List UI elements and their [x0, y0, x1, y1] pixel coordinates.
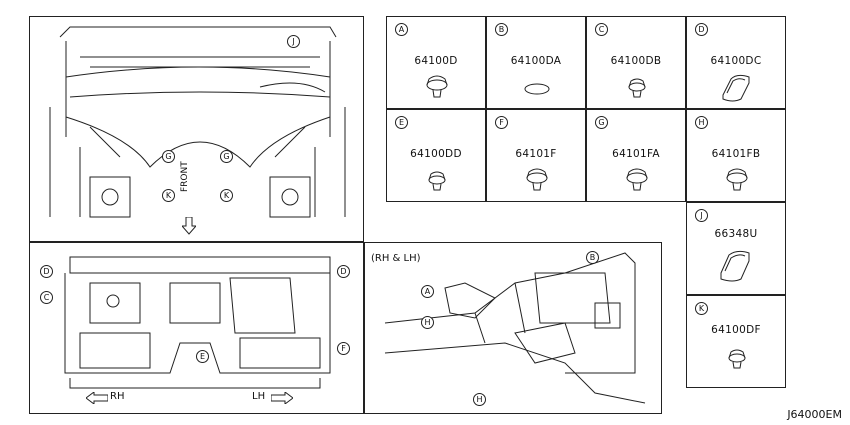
- grommet-icon: [526, 168, 548, 191]
- part-letter: H: [695, 116, 708, 129]
- part-letter: D: [695, 23, 708, 36]
- part-letter: B: [495, 23, 508, 36]
- part-number: 64101FA: [612, 148, 660, 160]
- grommet-icon: [628, 78, 646, 98]
- callout-d-right: D: [337, 265, 350, 278]
- side-member-drawing: [384, 252, 646, 404]
- part-cell-a: A 64100D: [386, 16, 486, 109]
- grommet-icon: [428, 171, 446, 191]
- diagram-code: J64000EM: [787, 408, 842, 421]
- part-number: 64100DA: [510, 55, 562, 67]
- part-cell-f: F 64101F: [486, 109, 586, 202]
- callout-f: F: [337, 342, 350, 355]
- front-label: FRONT: [180, 161, 190, 192]
- part-number: 66348U: [714, 228, 758, 240]
- floor-structure-drawing: [64, 256, 331, 389]
- callout-c: C: [40, 291, 53, 304]
- floor-view-panel: D D C F E RH LH: [29, 242, 364, 414]
- grommet-icon: [626, 168, 648, 191]
- oval-grommet-icon: [720, 250, 750, 282]
- callout-d-left: D: [40, 265, 53, 278]
- part-number: 64101FB: [711, 148, 761, 160]
- part-letter: K: [695, 302, 708, 315]
- part-cell-b: B 64100DA: [486, 16, 586, 109]
- front-upper-view-panel: J G G K K FRONT: [29, 16, 364, 242]
- side-callout-h-upper: H: [421, 316, 434, 329]
- callout-j: J: [287, 35, 300, 48]
- part-letter: E: [395, 116, 408, 129]
- rh-arrow-icon: [86, 392, 108, 404]
- part-letter: J: [695, 209, 708, 222]
- part-cell-g: G 64101FA: [586, 109, 686, 202]
- callout-k-right: K: [220, 189, 233, 202]
- lh-label: LH: [252, 391, 266, 402]
- part-cell-h: H 64101FB: [686, 109, 786, 202]
- part-cell-d: D 64100DC: [686, 16, 786, 109]
- part-cell-j: J 66348U: [686, 202, 786, 295]
- grommet-icon: [728, 349, 746, 369]
- part-number: 64100DD: [410, 148, 462, 160]
- part-letter: A: [395, 23, 408, 36]
- callout-g-left: G: [162, 150, 175, 163]
- lh-arrow-icon: [271, 392, 293, 404]
- grommet-icon: [426, 75, 448, 98]
- callout-g-right: G: [220, 150, 233, 163]
- side-callout-a: A: [421, 285, 434, 298]
- part-number: 64100DB: [610, 55, 662, 67]
- part-letter: G: [595, 116, 608, 129]
- grommet-icon: [726, 168, 748, 191]
- part-cell-c: C 64100DB: [586, 16, 686, 109]
- side-callout-h-lower: H: [473, 393, 486, 406]
- callout-k-left: K: [162, 189, 175, 202]
- callout-e: E: [196, 350, 209, 363]
- part-number: 64101F: [515, 148, 557, 160]
- front-upper-structure-drawing: [49, 26, 346, 218]
- rh-lh-note: (RH & LH): [371, 253, 421, 264]
- part-cell-k: K 64100DF: [686, 295, 786, 388]
- part-letter: F: [495, 116, 508, 129]
- part-number: 64100DC: [710, 55, 762, 67]
- side-callout-b: B: [586, 251, 599, 264]
- plug-icon: [524, 83, 550, 95]
- side-view-panel: (RH & LH) A B H H: [364, 242, 662, 414]
- oval-grommet-icon: [722, 74, 750, 102]
- part-letter: C: [595, 23, 608, 36]
- part-cell-e: E 64100DD: [386, 109, 486, 202]
- part-number: 64100D: [414, 55, 458, 67]
- front-arrow-icon: [182, 217, 196, 235]
- rh-label: RH: [110, 391, 125, 402]
- part-number: 64100DF: [711, 324, 761, 336]
